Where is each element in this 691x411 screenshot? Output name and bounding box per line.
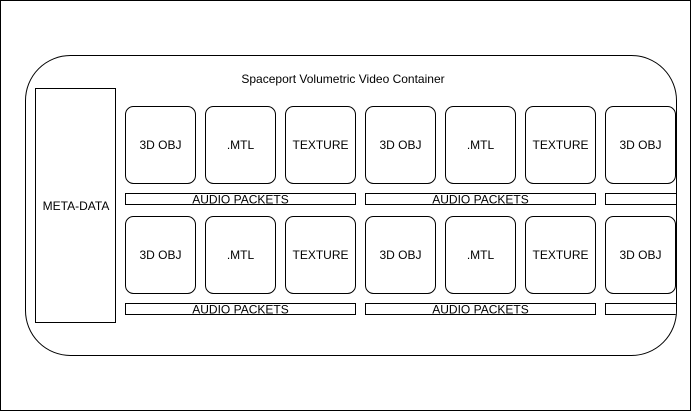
asset-tile-box [445,106,516,184]
metadata-block: META-DATA [35,88,116,323]
asset-tile: .MTL [205,106,276,184]
asset-tile: .MTL [205,216,276,294]
asset-tile-label: .MTL [227,138,255,152]
asset-tile-label: TEXTURE [292,248,348,262]
asset-tile-label: TEXTURE [532,248,588,262]
audio-packets-label: AUDIO PACKETS [192,303,288,317]
metadata-label: META-DATA [43,199,110,213]
asset-tile-box [205,106,276,184]
asset-tile-box [285,216,356,294]
asset-tile-label: 3D OBJ [139,138,181,152]
asset-tile: 3D OBJ [365,106,436,184]
asset-tile: TEXTURE [285,216,356,294]
audio-packets-box [125,193,356,205]
asset-tile-box [125,216,196,294]
audio-packets-bar: AUDIO PACKETS [365,193,596,207]
asset-tile-box [605,216,676,294]
asset-tile-box [365,216,436,294]
container-title: Spaceport Volumetric Video Container [241,72,444,86]
metadata-box [35,88,116,323]
audio-packets-box [125,303,356,315]
asset-tile-label: TEXTURE [532,138,588,152]
audio-packets-box [365,303,596,315]
asset-tile-box [605,106,676,184]
asset-tile-label: .MTL [467,138,495,152]
asset-tile: .MTL [445,106,516,184]
asset-tile-box [365,106,436,184]
frame-2: 3D OBJ .MTL TEXTURE AUDIO PACKETS 3D OBJ .MTL… [365,106,596,317]
asset-tile: 3D OBJ [605,216,676,294]
audio-packets-label: AUDIO PACKETS [432,303,528,317]
audio-packets-bar: AUDIO PACKETS [365,303,596,317]
asset-tile: TEXTURE [525,106,596,184]
asset-tile-box [525,216,596,294]
asset-tile-label: .MTL [467,248,495,262]
asset-tile-label: 3D OBJ [379,138,421,152]
asset-tile-box [285,106,356,184]
asset-tile: 3D OBJ [365,216,436,294]
asset-tile: 3D OBJ [605,106,676,184]
audio-packets-label: AUDIO PACKETS [432,193,528,207]
audio-packets-box [365,193,596,205]
asset-tile: 3D OBJ [125,216,196,294]
audio-packets-bar [605,303,676,315]
asset-tile-label: 3D OBJ [139,248,181,262]
asset-tile-box [445,216,516,294]
asset-tile-box [205,216,276,294]
asset-tile-label: 3D OBJ [379,248,421,262]
asset-tile-box [525,106,596,184]
frame-3: 3D OBJ 3D OBJ [605,106,676,315]
asset-tile-label: 3D OBJ [619,248,661,262]
asset-tile-label: .MTL [227,248,255,262]
audio-packets-bar: AUDIO PACKETS [125,193,356,207]
audio-packets-bar [605,193,676,205]
audio-packets-label: AUDIO PACKETS [192,193,288,207]
asset-tile: TEXTURE [285,106,356,184]
asset-tile-label: 3D OBJ [619,138,661,152]
frame-1: 3D OBJ .MTL TEXTURE AUDIO PACKETS 3D OBJ .MTL… [125,106,356,317]
asset-tile-box [125,106,196,184]
asset-tile: 3D OBJ [125,106,196,184]
audio-packets-box [605,303,676,315]
asset-tile-label: TEXTURE [292,138,348,152]
audio-packets-box [605,193,676,205]
asset-tile: TEXTURE [525,216,596,294]
audio-packets-bar: AUDIO PACKETS [125,303,356,317]
frames-layer: 3D OBJ .MTL TEXTURE AUDIO PACKETS 3D OBJ .MTL… [125,106,676,317]
asset-tile: .MTL [445,216,516,294]
